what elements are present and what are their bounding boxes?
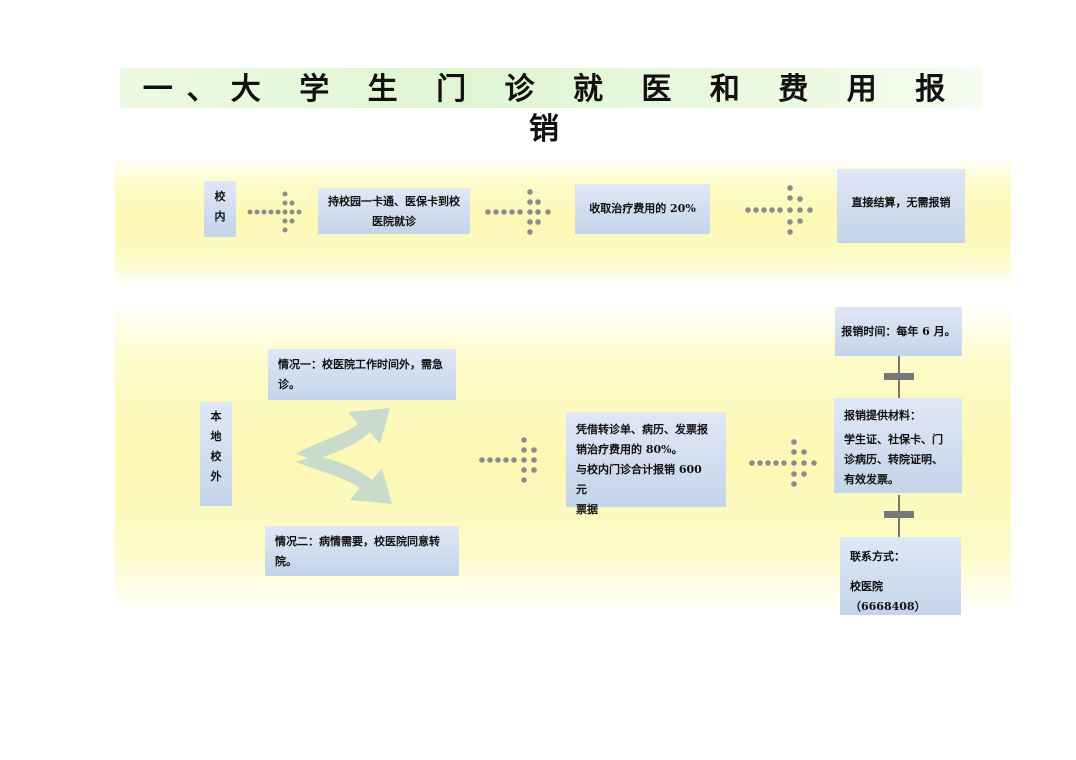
materials-line1: 学生证、社保卡、门: [844, 433, 943, 446]
time-text: 报销时间：每年 6 月。: [841, 324, 956, 338]
reimbursement-line2: 销治疗费用的 80%。: [576, 443, 683, 456]
campus-step3-box: 直接结算，无需报销: [837, 169, 965, 243]
connector-icon: [884, 356, 914, 398]
case1-line2: 诊。: [278, 378, 300, 391]
campus-step1-line2: 医院就诊: [372, 215, 416, 228]
campus-step1-line1: 持校园一卡通、医保卡到校: [328, 195, 460, 208]
campus-step1-box: 持校园一卡通、医保卡到校 医院就诊: [318, 188, 470, 234]
dotted-arrow-icon: [247, 191, 302, 233]
campus-step2-text: 收取治疗费用的 20%: [589, 202, 696, 215]
campus-label-line1: 校: [214, 190, 226, 203]
dotted-arrow-icon: [485, 189, 551, 235]
case2-line1: 情况二：病情需要，校医院同意转: [275, 535, 440, 548]
contact-value: 校医院（6668408）: [850, 580, 926, 613]
materials-line2: 诊病历、转院证明、: [844, 453, 943, 466]
campus-label-box: 校 内: [204, 181, 236, 237]
contact-title: 联系方式：: [850, 550, 905, 563]
materials-title: 报销提供材料：: [844, 409, 921, 422]
campus-step3-text: 直接结算，无需报销: [851, 196, 951, 209]
case2-box: 情况二：病情需要，校医院同意转 院。: [265, 526, 459, 576]
case1-box: 情况一：校医院工作时间外，需急 诊。: [268, 349, 456, 400]
reimbursement-line3: 与校内门诊合计报销 600 元: [576, 463, 702, 496]
offcampus-label-char: 校: [210, 450, 222, 463]
dotted-arrow-icon: [479, 437, 537, 483]
connector-icon: [884, 495, 914, 537]
time-box: 报销时间：每年 6 月。: [835, 307, 962, 356]
dotted-arrow-icon: [745, 185, 813, 235]
offcampus-label-box: 本 地 校 外: [200, 402, 232, 506]
materials-line3: 有效发票。: [844, 473, 899, 486]
offcampus-label-char: 本: [210, 410, 222, 423]
page-title: 一、大 学 生 门 诊 就 医 和 费 用 报 销: [142, 72, 960, 147]
dotted-arrow-icon: [749, 439, 817, 487]
case2-line2: 院。: [275, 555, 297, 568]
title-bar-background: [120, 68, 982, 108]
contact-box: 联系方式： 校医院（6668408）: [840, 537, 961, 615]
curved-double-arrow-icon: [296, 408, 392, 504]
reimbursement-line4: 票据: [576, 503, 598, 516]
campus-label-line2: 内: [214, 210, 226, 223]
campus-step2-box: 收取治疗费用的 20%: [575, 184, 710, 234]
reimbursement-line1: 凭借转诊单、病历、发票报: [576, 423, 708, 436]
offcampus-label-char: 地: [210, 430, 222, 443]
offcampus-label-char: 外: [210, 470, 222, 483]
reimbursement-box: 凭借转诊单、病历、发票报 销治疗费用的 80%。 与校内门诊合计报销 600 元…: [566, 412, 726, 516]
case1-line1: 情况一：校医院工作时间外，需急: [278, 358, 443, 371]
materials-box: 报销提供材料： 学生证、社保卡、门 诊病历、转院证明、 有效发票。: [834, 398, 962, 493]
